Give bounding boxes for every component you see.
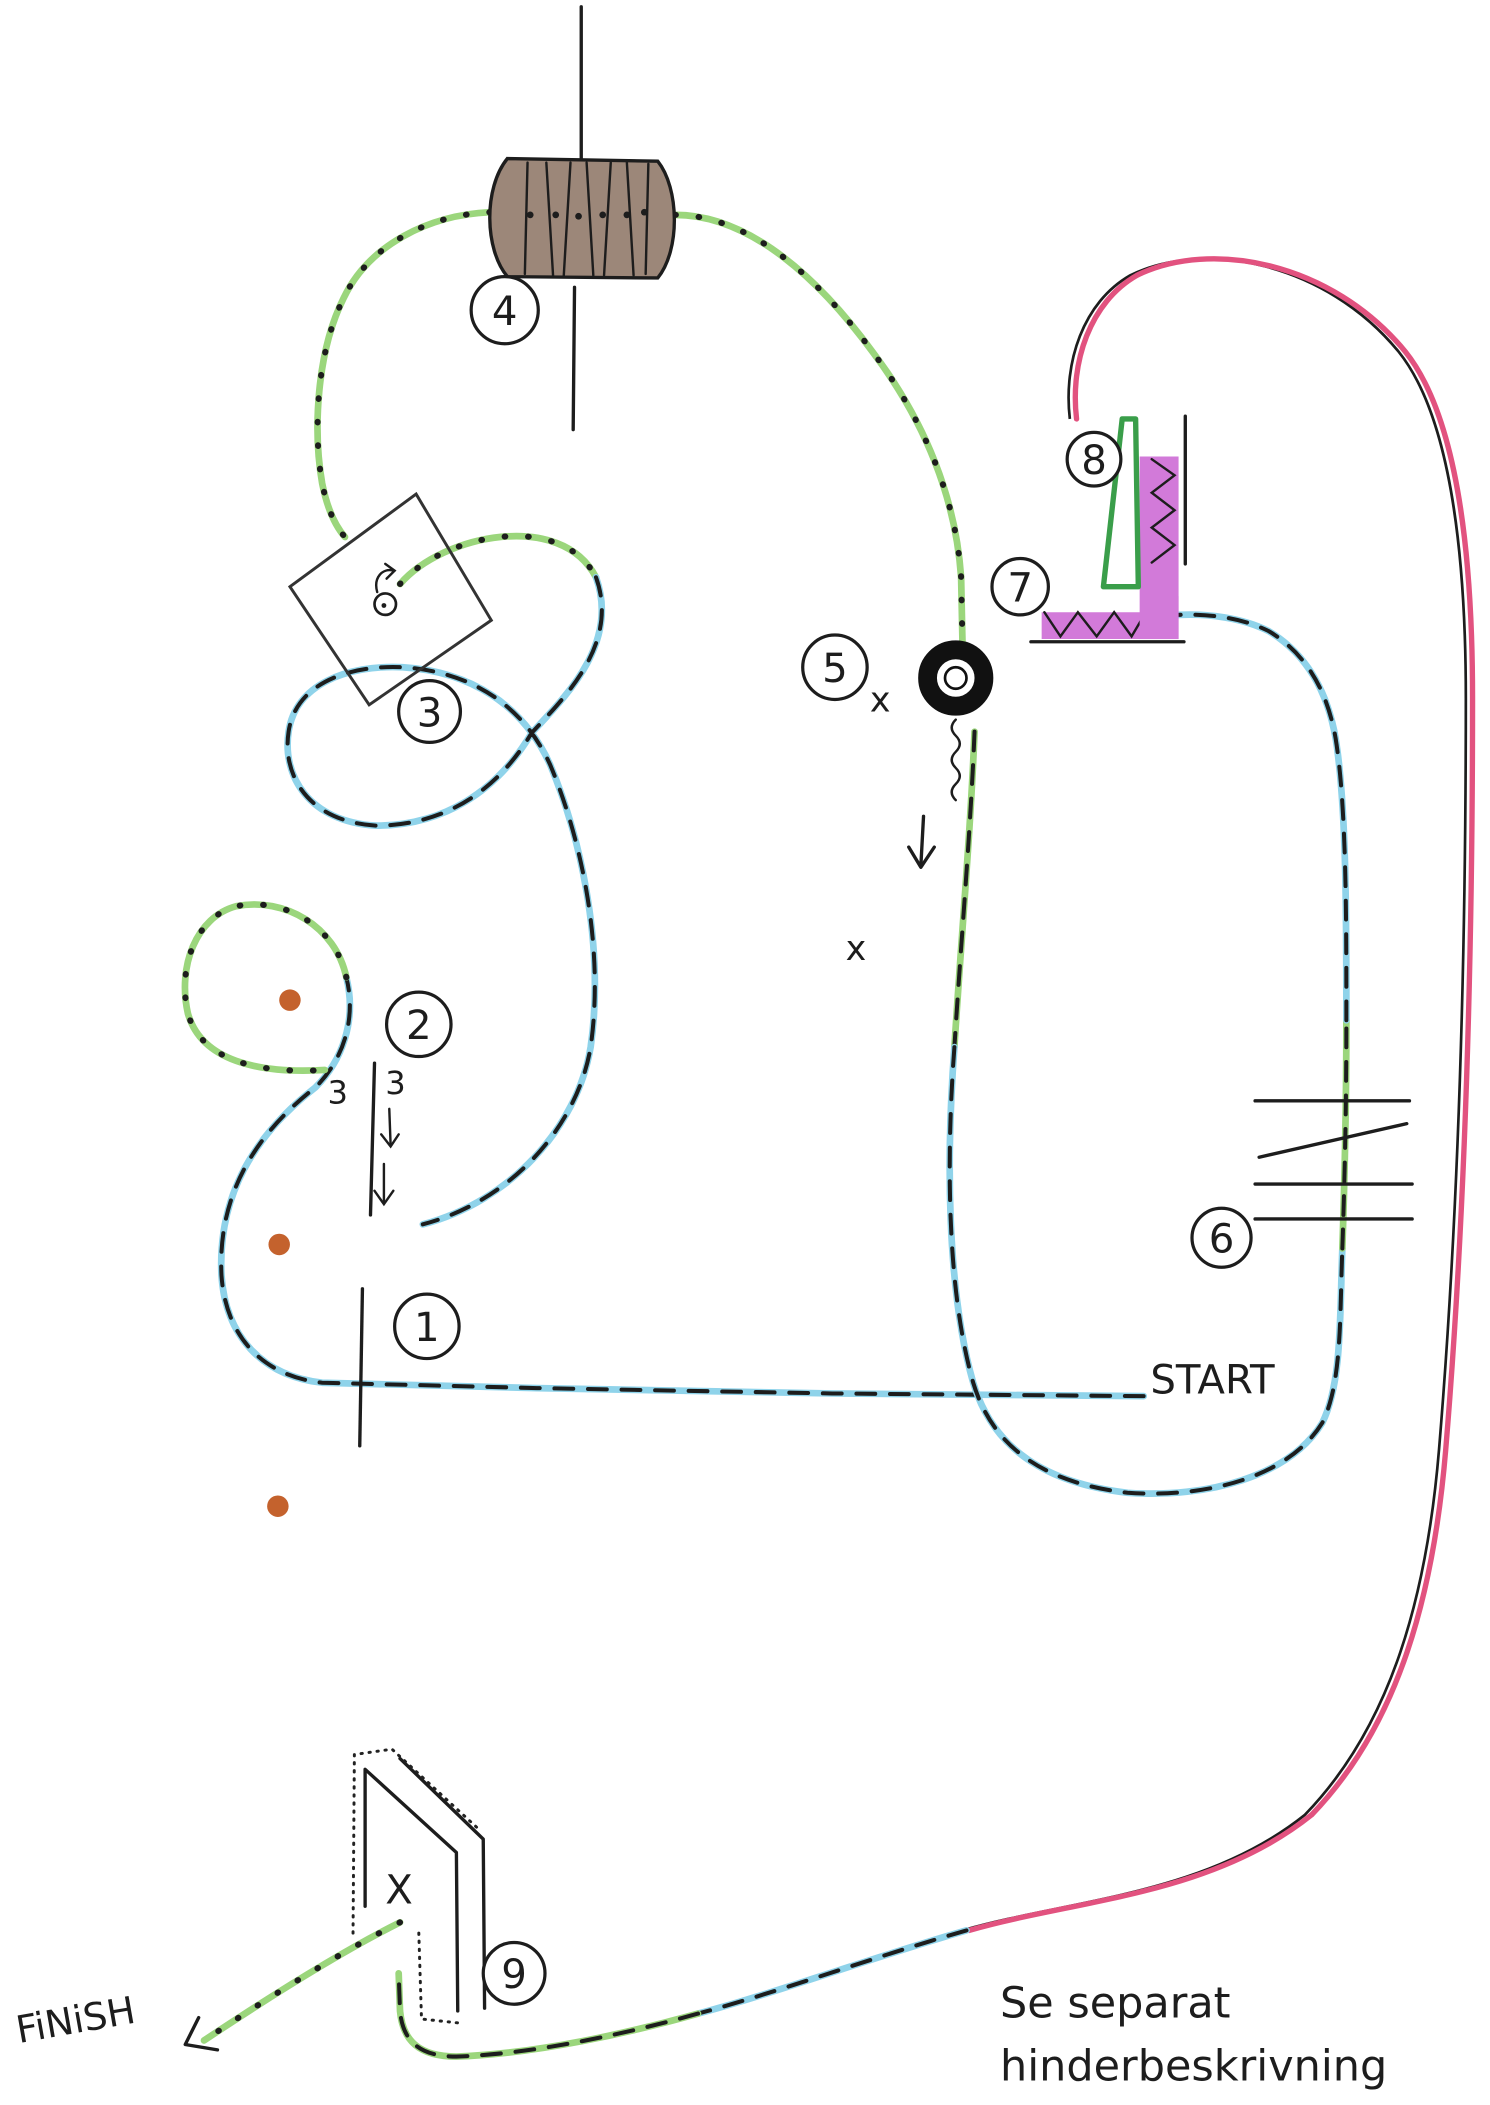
- turn-arrow-icon: [373, 562, 398, 617]
- svg-text:9: 9: [501, 1952, 527, 1998]
- tire-ring-icon: [918, 640, 994, 716]
- box-outline: [287, 491, 494, 707]
- poles: [267, 989, 301, 1517]
- obstacle-4-tunnel: [488, 5, 677, 432]
- obstacle-5-tire: x: [870, 640, 994, 869]
- obstacle-number-9: 9: [481, 1940, 547, 2006]
- svg-text:3: 3: [417, 690, 443, 736]
- obstacle-number-5: 5: [801, 633, 869, 702]
- obstacle-6-lines: [1253, 1099, 1414, 1221]
- pole-dot: [267, 1495, 289, 1517]
- obstacle-2-mark-left: 3: [328, 1074, 349, 1112]
- tunnel-dots: [526, 208, 648, 220]
- obstacle-number-1: 1: [393, 1292, 461, 1361]
- note-line-1: Se separat: [1000, 1979, 1230, 2029]
- obstacle-number-2: 2: [384, 990, 453, 1059]
- pole-dot: [279, 989, 301, 1011]
- obstacle-8-plank: [1100, 416, 1141, 590]
- down-arrow-icon: [380, 1107, 400, 1149]
- svg-text:6: 6: [1209, 1217, 1235, 1263]
- obstacle-number-7: 7: [990, 556, 1050, 617]
- down-arrow-icon: [907, 814, 936, 869]
- route-segment-9-to-finish: [183, 1922, 400, 2052]
- tunnel-line-bottom: [571, 285, 577, 432]
- obstacle-9-frame: X: [351, 1747, 487, 2025]
- svg-text:5: 5: [822, 646, 848, 692]
- svg-text:8: 8: [1081, 438, 1107, 484]
- svg-text:4: 4: [492, 289, 518, 335]
- obstacle-9-mark: X: [385, 1868, 413, 1914]
- route-segment-bottom-loop: [950, 1047, 1343, 1493]
- svg-text:7: 7: [1007, 565, 1033, 611]
- obstacle-5-mark: x: [870, 681, 891, 721]
- obstacle-8-wall: [1100, 414, 1187, 640]
- route-segment-4-to-5: [675, 215, 962, 642]
- finish-label: FiNiSH: [13, 1988, 139, 2052]
- route-segment-5-down: [954, 732, 974, 1047]
- route-segment-4-to-3: [318, 212, 490, 537]
- pole-dot: [268, 1233, 290, 1256]
- obstacle-2-mark-right: 3: [385, 1064, 406, 1102]
- svg-text:2: 2: [406, 1003, 432, 1049]
- route-segment-3-figure-eight: [288, 577, 602, 1224]
- obstacle-number-4: 4: [469, 275, 540, 346]
- tunnel-stripes: [523, 161, 650, 277]
- obstacle-1-line: [358, 1287, 365, 1448]
- route: [185, 212, 1473, 2056]
- start-label: START: [1150, 1357, 1275, 1403]
- free-x-mark: x: [846, 929, 867, 969]
- tire-rope: [950, 718, 961, 802]
- obstacle-2-line: [368, 1061, 377, 1217]
- route-segment-3-loop-upper: [400, 536, 596, 584]
- obstacle-number-6: 6: [1190, 1206, 1253, 1269]
- route-segment-8-to-9-pink: [961, 259, 1472, 1931]
- finish-arrowhead-icon: [183, 2015, 220, 2052]
- route-segment-2-loop: [185, 904, 346, 1070]
- svg-text:1: 1: [414, 1305, 440, 1351]
- down-arrow-icon: [373, 1162, 395, 1207]
- obstacle-number-8: 8: [1065, 430, 1123, 488]
- route-segment-6-to-7: [1179, 615, 1347, 1021]
- obstacle-number-3: 3: [397, 679, 463, 745]
- obstacle-3-box: [287, 491, 494, 707]
- note-line-2: hinderbeskrivning: [1000, 2042, 1387, 2092]
- route-segment-through-6: [1342, 1020, 1346, 1248]
- route-segment-start-to-2: [221, 977, 1143, 1396]
- obstacle-2-marks: 3 3: [328, 1061, 406, 1217]
